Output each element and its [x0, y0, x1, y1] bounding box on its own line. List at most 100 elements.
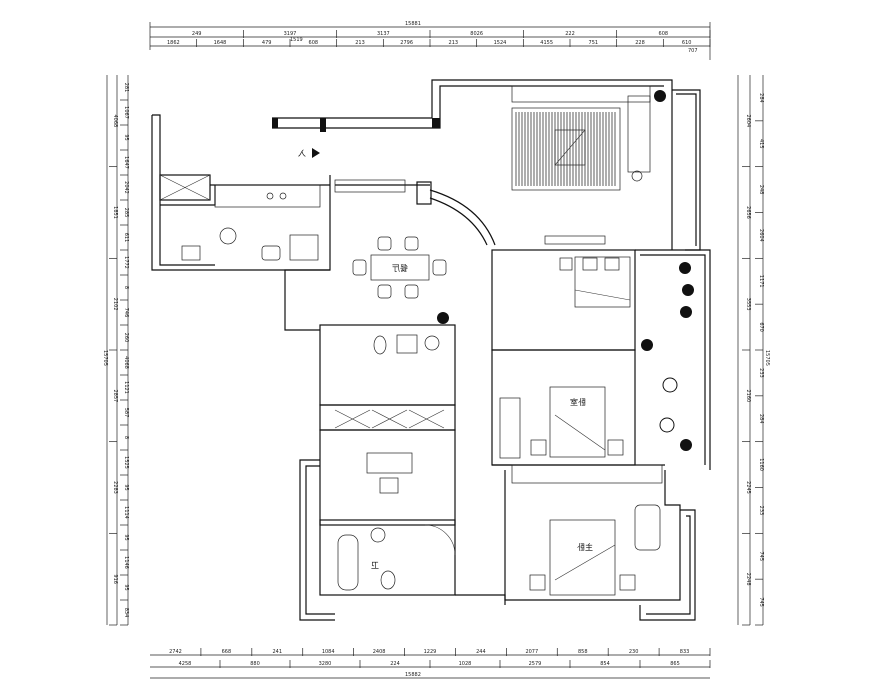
dim-left-total: 15705 [102, 350, 108, 366]
dimension-label: 3137 [377, 31, 390, 37]
dimension-label: 284 [758, 93, 764, 103]
dim-top-extra: 707 [688, 48, 698, 54]
dimension-label: 745 [758, 597, 764, 607]
dimension-label: 858 [578, 649, 588, 655]
dining-table: 餐厅 [352, 236, 447, 299]
dimension-label: 281 [123, 83, 129, 93]
dimension-label: 587 [123, 408, 129, 418]
dimension-label: 1028 [459, 661, 472, 667]
dim-right-total: 15705 [764, 350, 770, 366]
dimension-label: 2742 [169, 649, 182, 655]
entrance-label: 入 [298, 149, 306, 158]
dimension-label: 284 [758, 414, 764, 424]
bedroom-label: 卧室 [570, 397, 586, 407]
dimension-label: 3280 [319, 661, 332, 667]
dimension-label: 4155 [540, 40, 553, 46]
dimension-label: 222 [565, 31, 575, 37]
dimension-label: 1121 [123, 381, 129, 394]
bathroom-label: 卫 [371, 561, 379, 570]
dining-label: 餐厅 [392, 264, 408, 273]
dimension-label: 213 [449, 40, 459, 46]
dim-top-total: 15881 [405, 21, 421, 27]
dimension-label: 233 [758, 506, 764, 516]
dimension-label: 230 [629, 649, 639, 655]
dimension-label: 854 [600, 661, 610, 667]
dimension-label: 1084 [322, 649, 335, 655]
dimension-label: 249 [192, 31, 202, 37]
dimension-label: 228 [635, 40, 645, 46]
walls [151, 79, 711, 621]
dimension-label: 1647 [123, 156, 129, 169]
dimension-label: 479 [262, 40, 272, 46]
dim-bottom-total: 15882 [405, 672, 421, 678]
entrance-marker: 入 [298, 148, 320, 158]
dimension-label: 2857 [112, 389, 118, 402]
dimension-label: 95 [123, 134, 129, 140]
dim-top-extra: 1519 [290, 37, 303, 43]
dimension-label: 248 [758, 185, 764, 195]
dimension-label: 1146 [123, 556, 129, 569]
dimension-label: 916 [112, 574, 118, 584]
dimension-label: 3553 [745, 298, 751, 311]
dimension-label: 745 [758, 551, 764, 561]
dimension-label: 608 [659, 31, 669, 37]
dimension-label: 611 [123, 233, 129, 243]
dimension-label: 260 [123, 333, 129, 343]
top-dimensions: 15881 249 3197 3137 8026 222 608 1862 1648 479 60… [149, 21, 711, 60]
dimension-label: 8 [123, 436, 129, 439]
master-bedroom-furniture: 主卧 [529, 504, 661, 596]
dimension-label: 1772 [123, 256, 129, 269]
bathroom-fixtures: 卫 [337, 334, 456, 591]
right-dimensions: 15705 2604265635532160224522482844152482… [737, 75, 770, 626]
dimension-label: 1525 [123, 456, 129, 469]
dimension-label: 1524 [494, 40, 507, 46]
plants [437, 90, 694, 451]
dimension-label: 2245 [745, 481, 751, 494]
dimension-label: 95 [123, 584, 129, 590]
dimension-label: 2077 [525, 649, 538, 655]
dimension-label: 1067 [123, 106, 129, 119]
dimension-label: 4068 [123, 356, 129, 369]
dimension-label: 1648 [214, 40, 227, 46]
dimension-label: 8026 [470, 31, 483, 37]
dimension-label: 233 [758, 368, 764, 378]
sofa-set [511, 85, 651, 191]
dimension-label: 834 [123, 608, 129, 618]
bedroom-2-furniture: 卧室 [499, 386, 624, 459]
dimension-label: 4258 [179, 661, 192, 667]
dimension-label: 285 [123, 208, 129, 218]
dimension-label: 668 [222, 649, 232, 655]
dimension-label: 213 [355, 40, 365, 46]
dimension-label: 2042 [123, 181, 129, 194]
dimension-label: 608 [309, 40, 319, 46]
dimension-label: 8 [123, 286, 129, 289]
master-bedroom-label: 主卧 [577, 542, 593, 552]
dimension-label: 2102 [112, 298, 118, 311]
dimension-label: 1114 [123, 506, 129, 519]
study-furniture [366, 452, 413, 494]
dimension-label: 880 [250, 661, 260, 667]
dimension-label: 3197 [284, 31, 297, 37]
dimension-label: 2160 [745, 389, 751, 402]
dimension-label: 1229 [424, 649, 437, 655]
dimension-label: 865 [670, 661, 680, 667]
dimension-label: 833 [680, 649, 690, 655]
kitchen-fixtures [181, 192, 319, 261]
dimension-label: 2248 [745, 573, 751, 586]
dimension-label: 2796 [400, 40, 413, 46]
dimension-label: 670 [758, 322, 764, 332]
bedroom-1-furniture [559, 256, 631, 308]
dimension-label: 1851 [112, 206, 118, 219]
dimension-label: 95 [123, 484, 129, 490]
dimension-label: 1862 [167, 40, 180, 46]
dimension-label: 1171 [758, 275, 764, 288]
dimension-label: 2579 [529, 661, 542, 667]
dimension-label: 610 [682, 40, 692, 46]
dimension-label: 2283 [112, 481, 118, 494]
dimension-label: 2408 [373, 649, 386, 655]
dimension-label: 2604 [758, 229, 764, 242]
dimension-label: 241 [272, 649, 282, 655]
dimension-label: 751 [589, 40, 599, 46]
